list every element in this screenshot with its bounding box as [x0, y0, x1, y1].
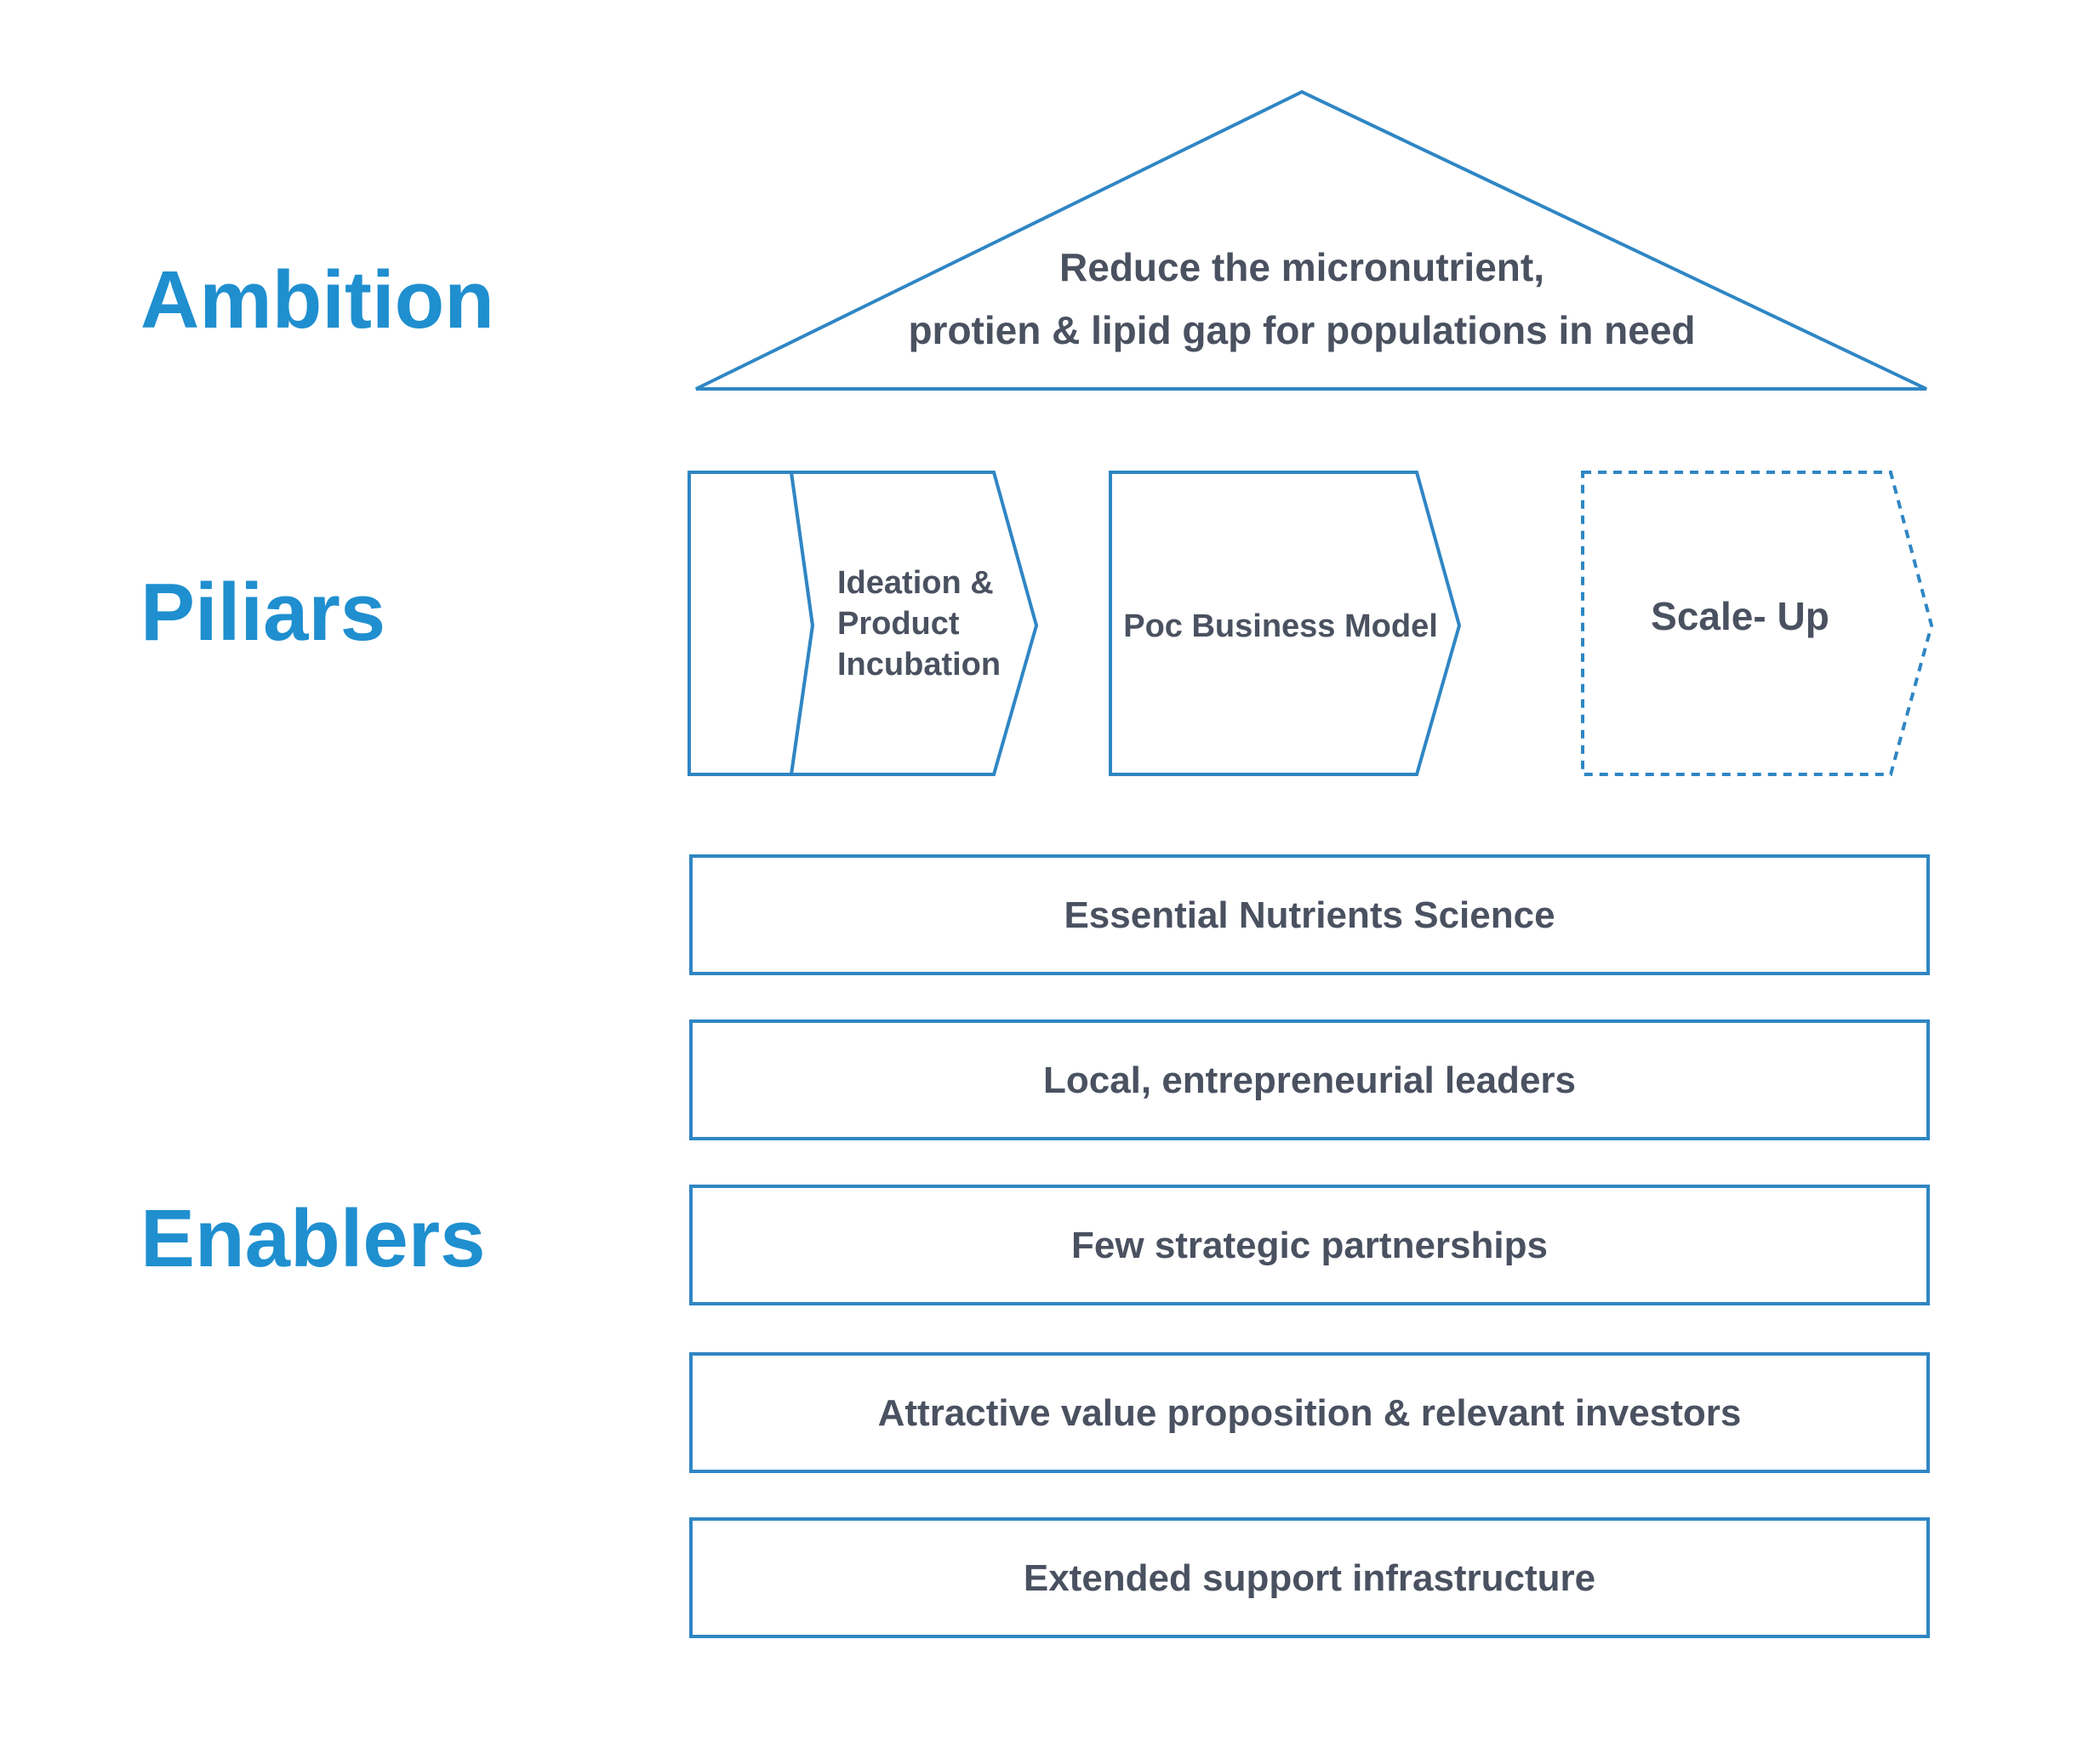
- pillar-ideation-line-2: Product: [837, 606, 960, 642]
- pillar-scaleup: Scale- Up: [1581, 471, 1934, 776]
- pillar-ideation-line-1: Ideation &: [837, 565, 994, 601]
- section-label-enablers: Enablers: [140, 1193, 486, 1284]
- pillar-scaleup-label: Scale- Up: [1651, 594, 1829, 638]
- ambition-roof: Reduce the micronutrient, protien & lipi…: [695, 89, 1927, 391]
- pillar-ideation-label: Ideation & Product Incubation: [837, 565, 1002, 682]
- pillar-ideation-chevron: [789, 471, 1039, 776]
- enabler-row: Essential Nutrients Science: [689, 854, 1930, 975]
- ambition-line-1: Reduce the micronutrient,: [1059, 245, 1544, 289]
- enabler-label: Local, entrepreneurial leaders: [1043, 1059, 1576, 1101]
- pillar-ideation-line-3: Incubation: [837, 647, 1001, 682]
- ambition-line-2: protien & lipid gap for populations in n…: [908, 308, 1695, 352]
- roof-triangle: [695, 89, 1927, 391]
- enabler-row: Attractive value proposition & relevant …: [689, 1352, 1930, 1473]
- pillar-poc: Poc Business Model: [1109, 471, 1462, 776]
- enabler-row: Few strategic partnerships: [689, 1185, 1930, 1305]
- enabler-label: Extended support infrastructure: [1024, 1557, 1595, 1599]
- section-label-pillars: Piliars: [140, 567, 385, 658]
- section-label-ambition: Ambition: [140, 254, 494, 346]
- enabler-box: [689, 854, 1930, 975]
- pillar-poc-label: Poc Business Model: [1123, 608, 1438, 644]
- enabler-label: Attractive value proposition & relevant …: [878, 1392, 1742, 1434]
- pillar-poc-chevron: [1109, 471, 1462, 776]
- pillar-scaleup-chevron: [1581, 471, 1934, 776]
- enabler-box: [689, 1352, 1930, 1473]
- enabler-box: [689, 1019, 1930, 1140]
- enabler-box: [689, 1185, 1930, 1305]
- enabler-row: Local, entrepreneurial leaders: [689, 1019, 1930, 1140]
- pillar-ideation: Ideation & Product Incubation: [688, 471, 1039, 776]
- enabler-label: Few strategic partnerships: [1071, 1225, 1548, 1266]
- pillar-ideation-tail: [688, 471, 815, 776]
- enabler-box: [689, 1517, 1930, 1638]
- enabler-label: Essential Nutrients Science: [1064, 894, 1555, 936]
- enabler-row: Extended support infrastructure: [689, 1517, 1930, 1638]
